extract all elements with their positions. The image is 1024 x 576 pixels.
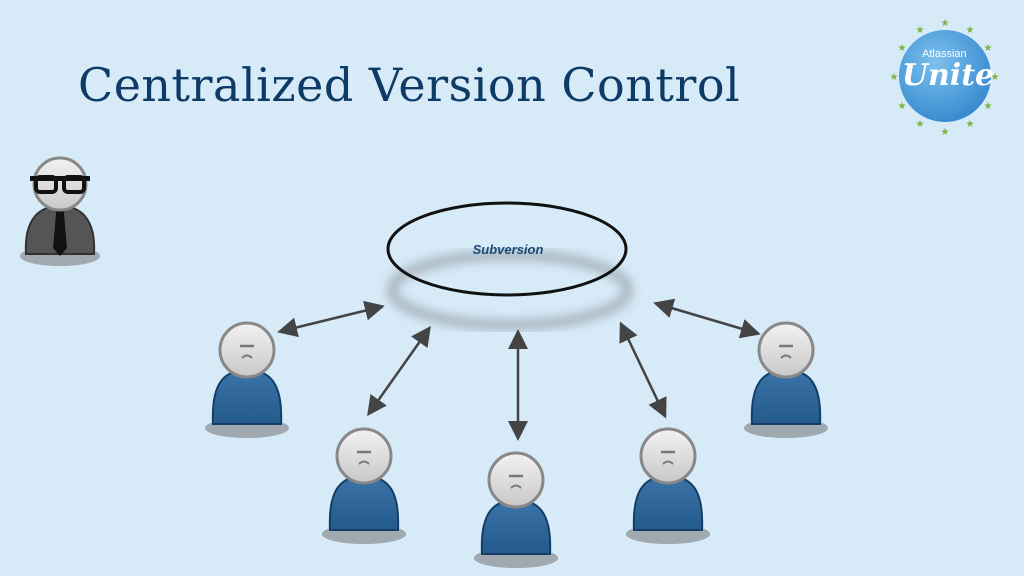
svg-text:★: ★ (916, 119, 925, 130)
developer-icon (320, 427, 408, 546)
subversion-repository-icon (386, 201, 633, 330)
developer-icon (624, 427, 712, 546)
atlassian-unite-logo: ★ ★ ★ ★ ★ ★ ★ ★ ★ ★ ★ ★ (890, 18, 1000, 138)
svg-text:★: ★ (991, 72, 1000, 83)
svg-text:★: ★ (890, 72, 899, 83)
svg-text:★: ★ (984, 101, 993, 112)
svg-text:★: ★ (916, 25, 925, 36)
svg-text:★: ★ (966, 25, 975, 36)
manager-icon (20, 156, 100, 266)
repository-label: Subversion (472, 242, 544, 257)
svg-text:★: ★ (898, 101, 907, 112)
svg-text:★: ★ (898, 43, 907, 54)
developer-icon (742, 321, 830, 440)
logo-event: Unite (901, 58, 995, 93)
slide-title: Centralized Version Control (78, 58, 741, 112)
developer-icon (203, 321, 291, 440)
connection-arrows (277, 298, 761, 441)
svg-text:★: ★ (941, 18, 950, 29)
svg-text:★: ★ (966, 119, 975, 130)
svg-text:★: ★ (941, 127, 950, 138)
developer-icon (472, 451, 560, 570)
svg-text:★: ★ (984, 43, 993, 54)
logo-brand: Atlassian (922, 48, 967, 60)
